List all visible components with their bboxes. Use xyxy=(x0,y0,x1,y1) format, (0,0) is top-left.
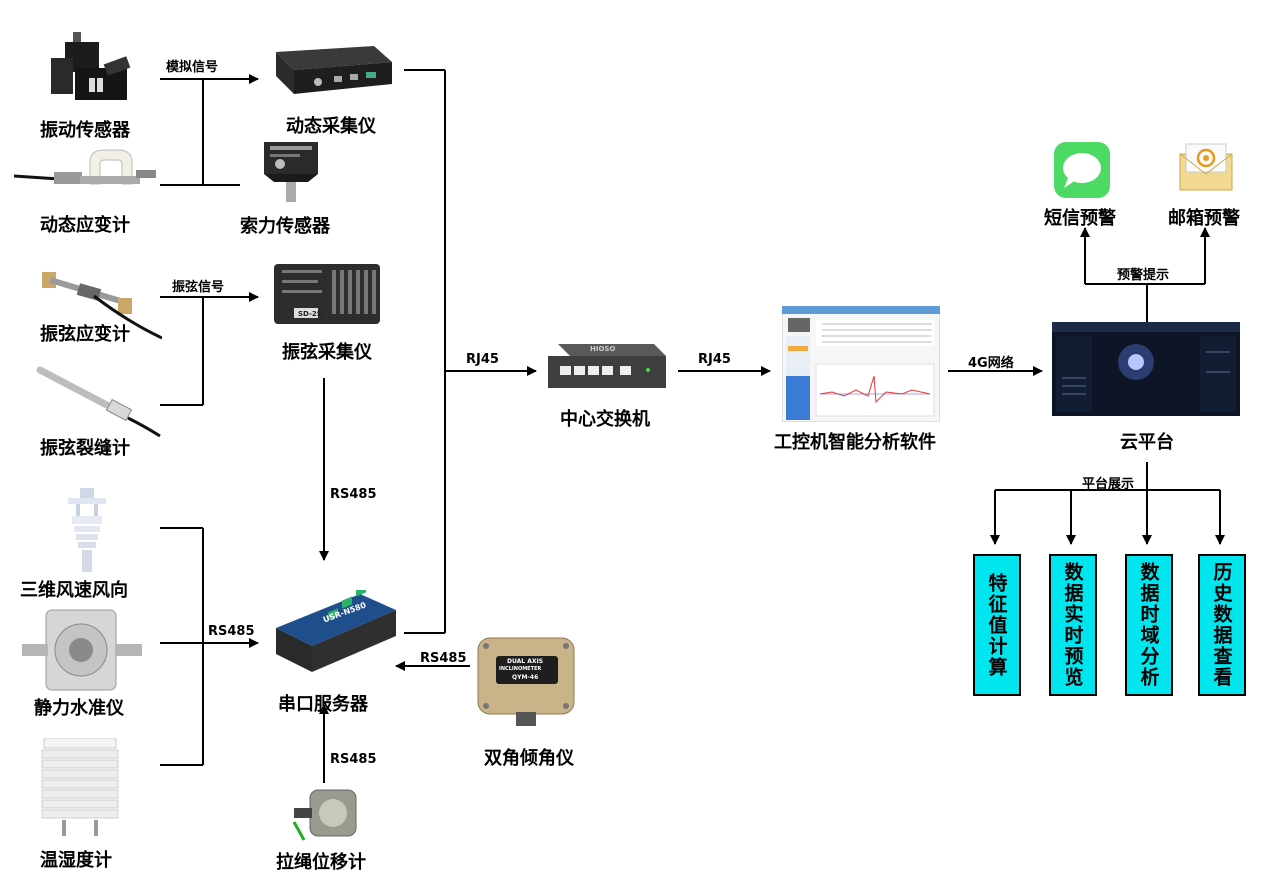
dynamic-acquisition-device-image xyxy=(276,46,392,94)
ipc-software-label: 工控机智能分析软件 xyxy=(774,432,936,453)
dynamic-acquisition-label: 动态采集仪 xyxy=(286,116,376,137)
alert-hint-label: 预警提示 xyxy=(1117,268,1170,283)
rj45-label-right: RJ45 xyxy=(698,352,731,367)
function-box-time-domain: 数据时域分析 xyxy=(1125,554,1173,696)
vw-crack-meter-label: 振弦裂缝计 xyxy=(40,438,130,459)
draw-wire-sensor-image xyxy=(292,789,357,841)
vw-strain-gauge-image xyxy=(42,272,162,340)
cable-force-sensor-image xyxy=(264,142,318,202)
rj45-label-left: RJ45 xyxy=(466,352,499,367)
platform-show-label: 平台展示 xyxy=(1082,477,1135,492)
tilt-mark-1: DUAL AXIS xyxy=(507,658,544,665)
dynamic-strain-gauge-label: 动态应变计 xyxy=(40,215,130,236)
function-box-feature-value: 特征值计算 xyxy=(973,554,1021,696)
vibration-sensor-label: 振动传感器 xyxy=(40,120,130,141)
vw-crack-meter-image xyxy=(36,366,161,438)
function-box-realtime-preview: 数据实时预览 xyxy=(1049,554,1097,696)
switch-brand: HIOSO xyxy=(590,345,616,353)
analog-signal-label: 模拟信号 xyxy=(166,60,219,75)
sms-icon xyxy=(1054,142,1110,198)
central-switch-image xyxy=(548,344,666,388)
wind-sensor-label: 三维风速风向 xyxy=(20,580,128,601)
vw-acquisition-label: 振弦采集仪 xyxy=(282,342,372,363)
draw-wire-sensor-label: 拉绳位移计 xyxy=(276,852,366,873)
sms-alert-label: 短信预警 xyxy=(1044,208,1116,229)
temp-humidity-image xyxy=(41,738,119,836)
tilt-mark-2: INCLINOMETER xyxy=(499,666,542,672)
vw-acquisition-device-image xyxy=(274,264,380,324)
dynamic-strain-gauge-image xyxy=(14,149,156,185)
function-box-history: 历史数据查看 xyxy=(1198,554,1246,696)
temp-humidity-label: 温湿度计 xyxy=(40,850,112,871)
static-level-image xyxy=(22,609,142,691)
tilt-meter-image xyxy=(477,637,575,726)
email-icon xyxy=(1179,143,1233,191)
email-alert-label: 邮箱预警 xyxy=(1168,208,1240,229)
serial-server-label: 串口服务器 xyxy=(278,694,368,715)
cloud-platform-screenshot xyxy=(1052,322,1240,416)
rs485-label-left: RS485 xyxy=(208,624,255,639)
central-switch-label: 中心交换机 xyxy=(560,409,650,430)
4g-network-label: 4G网络 xyxy=(968,356,1014,371)
rs485-label-vertical: RS485 xyxy=(330,487,377,502)
vw-strain-gauge-label: 振弦应变计 xyxy=(40,324,130,345)
tilt-meter-label: 双角倾角仪 xyxy=(484,748,574,769)
rs485-label-drawwire: RS485 xyxy=(330,752,377,767)
serial-server-image xyxy=(276,590,396,672)
rs485-label-tilt: RS485 xyxy=(420,651,467,666)
cloud-platform-label: 云平台 xyxy=(1120,432,1174,453)
vw-device-tag: SD-2S xyxy=(298,310,322,318)
vibration-sensor-image xyxy=(51,32,131,100)
cable-force-sensor-label: 索力传感器 xyxy=(240,216,330,237)
static-level-label: 静力水准仪 xyxy=(34,698,124,719)
tilt-mark-3: QYM-46 xyxy=(512,674,539,681)
wind-sensor-image xyxy=(68,488,106,572)
vw-signal-label: 振弦信号 xyxy=(172,280,225,295)
ipc-software-screenshot xyxy=(782,306,940,422)
